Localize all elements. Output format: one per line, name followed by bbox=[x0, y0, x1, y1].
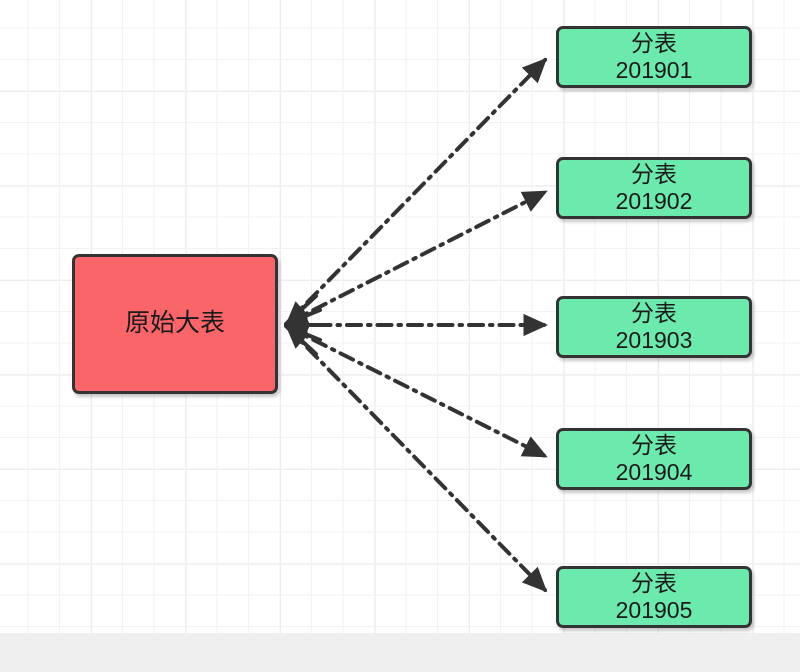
node-source-table[interactable]: 原始大表 bbox=[72, 254, 278, 394]
node-shard-201903[interactable]: 分表 201903 bbox=[556, 296, 752, 358]
shard-id: 201902 bbox=[615, 188, 693, 214]
shard-label: 分表 bbox=[631, 160, 677, 187]
node-shard-201905[interactable]: 分表 201905 bbox=[556, 566, 752, 628]
shard-label: 分表 bbox=[631, 431, 677, 458]
shard-id: 201901 bbox=[615, 57, 693, 83]
node-shard-201901[interactable]: 分表 201901 bbox=[556, 26, 752, 88]
shard-label: 分表 bbox=[631, 569, 677, 596]
node-shard-201902[interactable]: 分表 201902 bbox=[556, 157, 752, 219]
shard-id: 201905 bbox=[615, 597, 693, 623]
shard-id: 201904 bbox=[615, 459, 693, 485]
node-shard-201904[interactable]: 分表 201904 bbox=[556, 428, 752, 490]
shard-label: 分表 bbox=[631, 29, 677, 56]
shard-label: 分表 bbox=[631, 299, 677, 326]
shard-id: 201903 bbox=[615, 327, 693, 353]
